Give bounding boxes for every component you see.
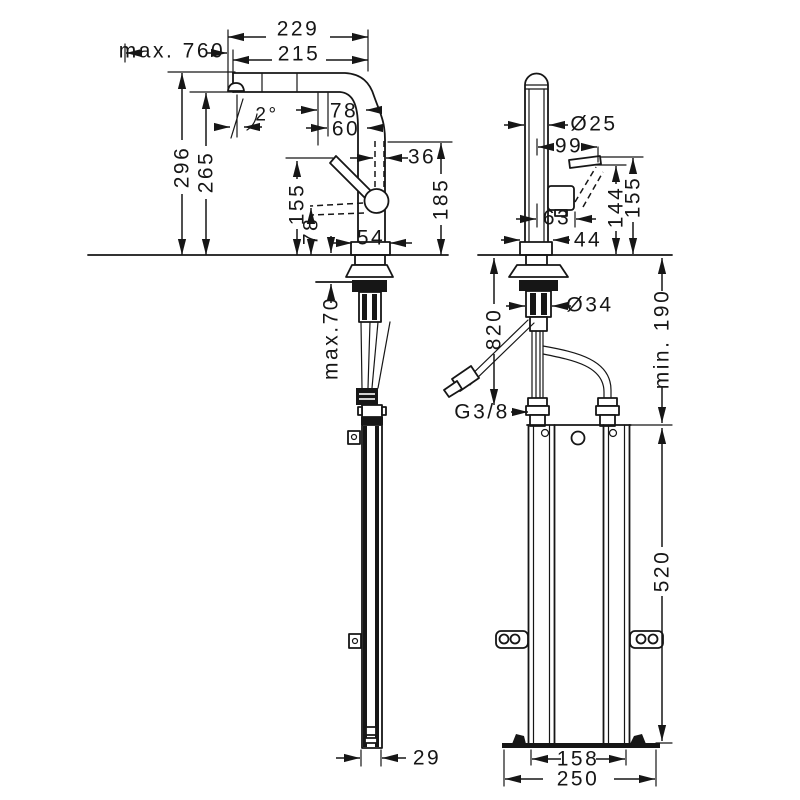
base-plinth-front — [519, 241, 553, 256]
dim-thread-label: G3/8 — [454, 401, 510, 424]
handle-lever-front — [568, 155, 602, 169]
countertop — [87, 254, 673, 283]
handle-block-tab — [554, 209, 568, 217]
dim-spout-reach-label: 215 — [278, 43, 321, 66]
dim-bracket-height-label: 520 — [651, 550, 674, 593]
escutcheon-side — [345, 264, 394, 278]
dim-handle-down-height-label: 78 — [300, 217, 323, 245]
spout-outline-inner — [232, 91, 359, 243]
side-view-faucet — [227, 72, 394, 749]
dim-outlet-b-label: 60 — [332, 118, 360, 141]
bracket-foot-left — [512, 734, 526, 744]
hose-coupling — [356, 388, 378, 405]
hose-clip-lower — [348, 633, 362, 649]
dim-swivel-angle-label: 2° — [255, 105, 278, 126]
bracket-foot-right — [630, 734, 646, 744]
dim-handle-offset-label: 63 — [543, 207, 571, 230]
handle-sweep-dashed2 — [582, 171, 604, 208]
coupling-nut — [361, 404, 383, 418]
dim-outlet-height-label: 185 — [430, 178, 453, 221]
dim-hose-length-label: 820 — [483, 308, 506, 351]
supply-hoses-side — [360, 321, 391, 389]
handle-lever-up — [329, 155, 372, 199]
dim-under-counter-min-label: min. 190 — [651, 289, 674, 390]
escutcheon-front — [508, 264, 569, 278]
dim-handle-reach-label: 99 — [555, 135, 583, 158]
dim-hose-weight-width-label: 29 — [413, 747, 441, 770]
hose-connector-left — [525, 397, 550, 427]
dim-spout-clearance-label: 265 — [195, 151, 218, 194]
spout-outline-outer — [232, 72, 386, 243]
handle-lever-down-dashed — [309, 202, 364, 207]
dim-counter-thickness-label: max.70 — [320, 296, 343, 380]
dim-handle-tip-height-label: 144 — [605, 186, 628, 229]
mounting-nut-front — [519, 280, 558, 291]
handle-sweep-dashed — [574, 166, 597, 203]
supply-hose-straight — [531, 330, 544, 399]
dim-pullout-max-label: max. 760 — [119, 40, 225, 63]
dim-handle-top-height-label: 155 — [622, 176, 645, 219]
dim-outlet-a-label: 78 — [330, 100, 358, 123]
dim-spout-reach-outer-label: 229 — [277, 18, 320, 41]
base-plate — [502, 743, 660, 748]
handle-pivot — [363, 188, 390, 214]
hose-clip-upper — [347, 430, 361, 445]
aerator-nozzle — [227, 82, 245, 92]
shank-front — [525, 290, 552, 318]
neck-through-counter — [354, 254, 386, 266]
pullout-hose-deployed — [443, 319, 535, 398]
hose-weight-detail — [365, 726, 377, 736]
column-outline — [524, 72, 549, 243]
handle-lever-down-dashed2 — [311, 212, 365, 216]
hose-connector-right — [595, 397, 620, 427]
mounting-nut-side — [352, 280, 387, 292]
dim-handle-up-height-label: 155 — [286, 183, 309, 226]
dim-nozzle-offset-label: 36 — [408, 146, 436, 169]
dim-baseplate-width-label: 250 — [557, 768, 600, 791]
dim-base-depth-label: 54 — [357, 227, 385, 250]
dim-pipe-dia-label: Ø25 — [570, 113, 617, 136]
supply-hose-curved — [542, 345, 612, 399]
pullout-wand-dashed — [374, 141, 385, 191]
ribbed-ring — [361, 417, 383, 425]
dim-bracket-width-label: 158 — [557, 748, 600, 771]
dimensions-side-view: 229 215 max. 760 296 265 2° 78 60 — [119, 18, 453, 770]
dim-base-width-label: 44 — [574, 229, 602, 252]
mounting-bracket — [495, 424, 664, 748]
dim-shank-dia-label: Ø34 — [566, 294, 613, 317]
dimensions-front-view: Ø25 99 144 155 63 44 Ø34 820 G3/8 — [454, 113, 673, 791]
dim-total-height-label: 296 — [171, 146, 194, 189]
